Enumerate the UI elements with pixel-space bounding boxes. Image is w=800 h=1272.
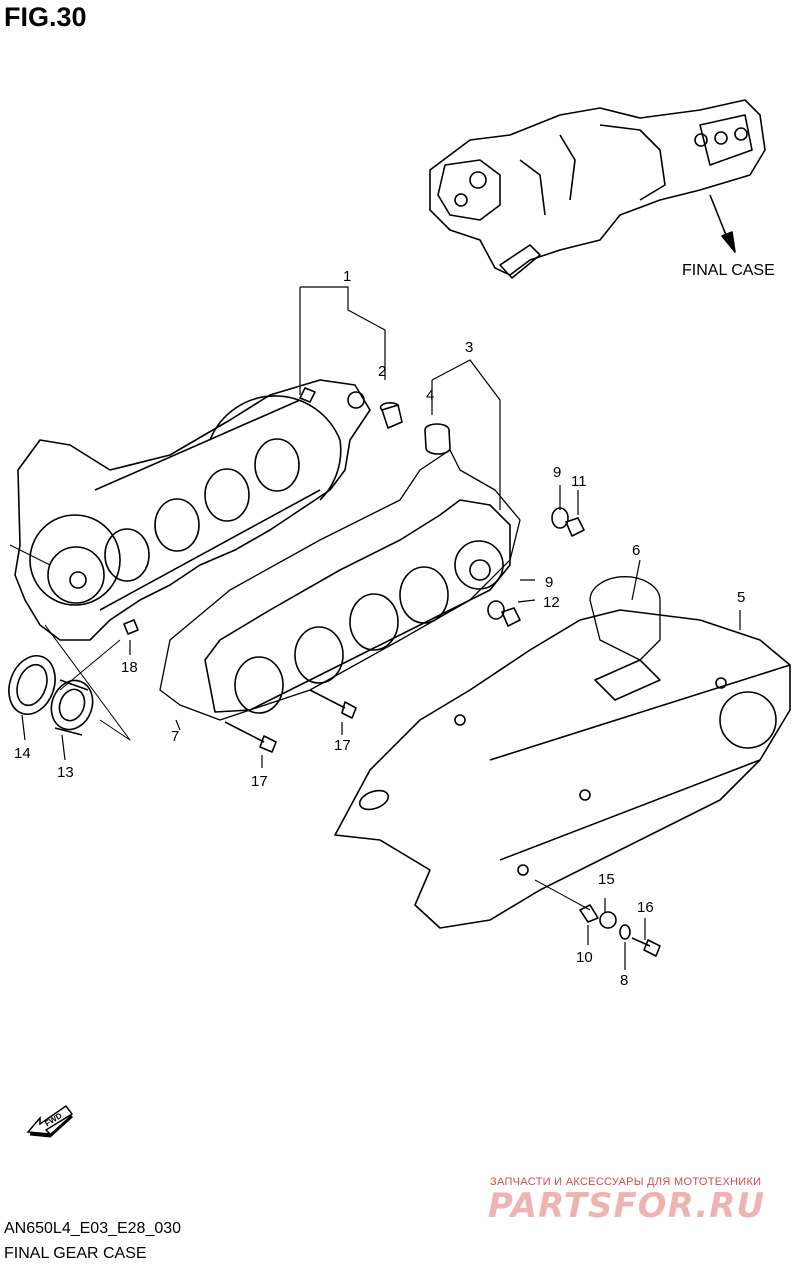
collar-part: [379, 401, 403, 429]
callout-11: 11: [571, 473, 587, 490]
callout-7: 7: [171, 728, 179, 745]
callout-3: 3: [465, 339, 473, 356]
watermark-tagline: ЗАПЧАСТИ И АКСЕССУАРЫ ДЛЯ МОТОТЕХНИКИ: [490, 1176, 762, 1188]
final-case-cover-part: [334, 609, 791, 929]
callout-2: 2: [378, 363, 386, 380]
washer-part: [619, 924, 631, 940]
dowel-pin-part: [123, 619, 139, 635]
engine-reference-drawing: [429, 99, 766, 279]
cover-fastener-guide: [534, 879, 591, 911]
callout-9-upper: 9: [553, 464, 561, 481]
bolt-lower-part: [224, 721, 277, 753]
callout-10: 10: [576, 949, 593, 966]
grommet-part: [599, 911, 617, 929]
bolt-cover-part: [631, 937, 661, 957]
callout-17-lower: 17: [251, 773, 268, 790]
assembly-guide-lines: [9, 544, 131, 741]
callout-16: 16: [637, 899, 654, 916]
spacer-part: [579, 904, 599, 923]
final-gear-case-part: [14, 379, 371, 641]
callout-6: 6: [632, 542, 640, 559]
washer-upper-part: [551, 507, 569, 529]
watermark-logo: PARTSFOR.RU: [488, 1186, 766, 1226]
figure-title: FIG.30: [4, 2, 87, 32]
nut-lower-part: [501, 607, 521, 627]
final-case-label: FINAL CASE: [682, 262, 775, 279]
washer-lower-part: [487, 600, 505, 620]
callout-15: 15: [598, 871, 615, 888]
callout-1: 1: [343, 268, 351, 285]
leader-lines: [21, 286, 741, 970]
callout-12: 12: [543, 594, 560, 611]
final-gear-cover-part: [204, 499, 511, 714]
oil-seal-part: [8, 655, 56, 715]
callout-13: 13: [57, 764, 74, 781]
callout-17-upper: 17: [334, 737, 351, 754]
callout-18: 18: [121, 659, 138, 676]
callout-14: 14: [14, 745, 31, 762]
callout-8: 8: [620, 972, 628, 989]
bearing-part: [50, 679, 94, 736]
figure-name: FINAL GEAR CASE: [4, 1245, 147, 1262]
bushing-part: [424, 423, 451, 455]
figure-code: AN650L4_E03_E28_030: [4, 1220, 182, 1237]
callout-4: 4: [426, 387, 434, 404]
final-case-pointer-arrow: [709, 194, 729, 241]
bolt-upper-part: [309, 689, 357, 719]
callout-9-lower: 9: [545, 574, 553, 591]
chain-case-gasket-part: [589, 576, 661, 661]
nut-upper-part: [565, 517, 585, 537]
callout-5: 5: [737, 589, 745, 606]
forward-arrow-icon: FWD: [26, 1104, 74, 1138]
